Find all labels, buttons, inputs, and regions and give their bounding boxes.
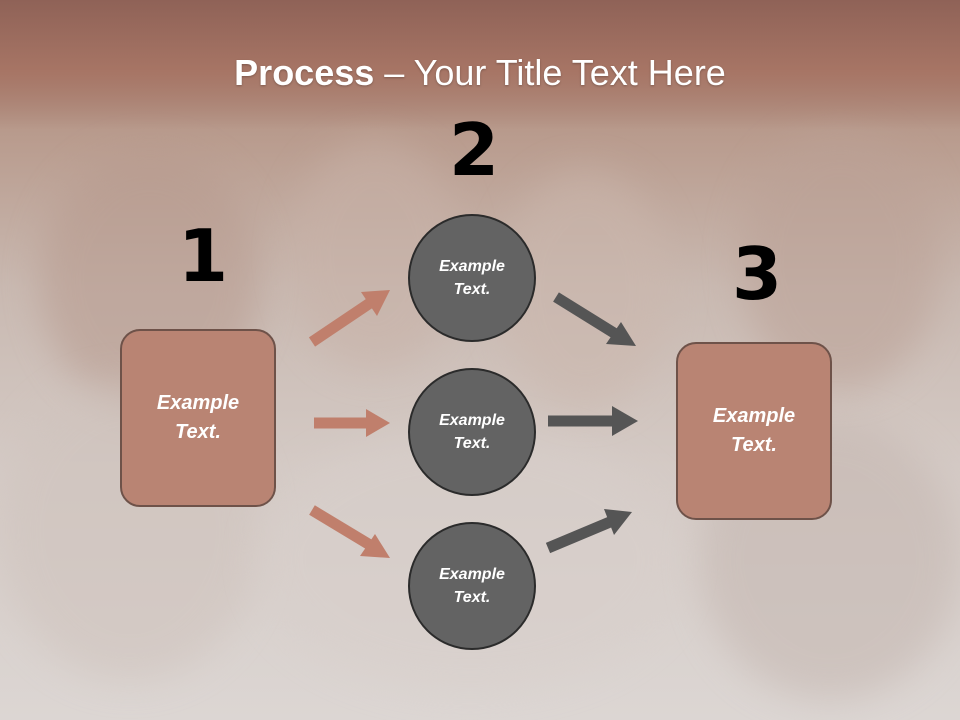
step-3-box: Example Text.: [676, 342, 832, 520]
step-1-box-line1: Example: [156, 392, 240, 414]
circle-bottom: Example Text.: [408, 522, 536, 650]
step-number-1: 1: [178, 214, 229, 298]
arrow-right-middle: [548, 406, 638, 436]
step-1-box-line2: Text.: [175, 421, 221, 443]
step-number-2: 2: [449, 108, 500, 192]
title-bold: Process: [234, 52, 375, 93]
circle-bottom-line1: Example: [439, 565, 505, 583]
circle-top-line2: Text.: [453, 281, 491, 298]
arrow-left-up: [308, 290, 390, 347]
slide-title: Process – Your Title Text Here: [0, 52, 960, 94]
arrow-left-down: [309, 505, 390, 558]
title-rest: – Your Title Text Here: [374, 52, 726, 93]
arrow-right-down: [553, 292, 636, 346]
arrow-left-middle: [314, 409, 390, 437]
circle-middle: Example Text.: [408, 368, 536, 496]
step-number-3: 3: [732, 232, 783, 316]
circle-middle-line1: Example: [439, 411, 505, 429]
circle-top-line1: Example: [439, 257, 505, 275]
circle-bottom-line2: Text.: [453, 589, 491, 606]
step-1-box: Example Text.: [120, 329, 276, 507]
circle-middle-line2: Text.: [453, 435, 491, 452]
title-band: [0, 0, 960, 130]
step-3-box-line1: Example: [712, 405, 796, 427]
step-3-box-line2: Text.: [731, 434, 777, 456]
arrow-right-up: [545, 509, 632, 554]
circle-top: Example Text.: [408, 214, 536, 342]
